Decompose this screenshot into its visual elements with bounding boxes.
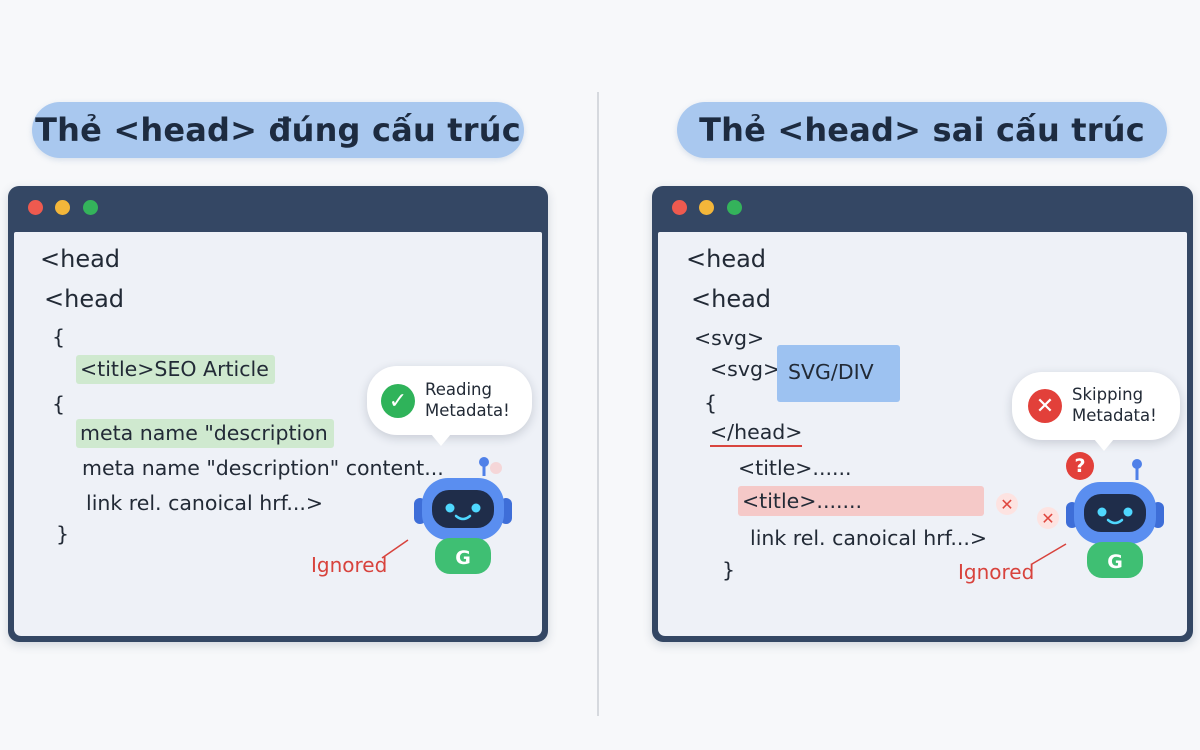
robot-eye-left bbox=[1097, 507, 1107, 517]
title-highlight: <title>SEO Article bbox=[76, 355, 275, 384]
robot-letter: G bbox=[455, 547, 471, 569]
question-mark-icon: ? bbox=[1066, 452, 1094, 480]
code-line-title-highlight: <title>SEO Article bbox=[76, 355, 275, 384]
bubble-text: Reading Metadata! bbox=[425, 379, 510, 421]
code-line: <head bbox=[40, 245, 121, 273]
code-line: { bbox=[52, 392, 66, 416]
code-line: <svg> bbox=[694, 326, 765, 350]
robot-glow bbox=[490, 462, 502, 474]
robot-body bbox=[1087, 542, 1143, 578]
robot-letter: G bbox=[1107, 551, 1123, 573]
robot-antenna-tip bbox=[479, 457, 489, 467]
minimize-dot-icon[interactable] bbox=[55, 200, 70, 215]
left-heading: Thẻ <head> đúng cấu trúc bbox=[32, 102, 524, 158]
closing-head-underline: </head> bbox=[710, 420, 803, 447]
code-line-closing-head: </head> bbox=[710, 420, 803, 447]
code-line: meta name "description" content... bbox=[82, 456, 444, 480]
robot-face bbox=[1084, 494, 1146, 532]
code-line: <title>...... bbox=[738, 456, 852, 480]
code-line-meta-highlight: meta name "description bbox=[76, 419, 334, 448]
code-line: link rel. canoical hrf...> bbox=[750, 526, 988, 550]
right-robot-icon: G bbox=[1066, 459, 1164, 578]
robot-face bbox=[432, 490, 494, 528]
robot-eye-right bbox=[1123, 507, 1133, 517]
robot-eye-right bbox=[471, 503, 481, 513]
right-window-titlebar bbox=[652, 186, 1193, 230]
bubble-tail bbox=[1094, 439, 1114, 451]
left-robot-icon: G bbox=[414, 457, 512, 574]
code-line: <head bbox=[44, 285, 125, 313]
title-error-highlight bbox=[738, 486, 984, 516]
code-line: <title>....... bbox=[742, 489, 863, 513]
svg-div-block bbox=[777, 345, 900, 402]
left-window-titlebar bbox=[8, 186, 548, 230]
code-line: <head bbox=[691, 285, 772, 313]
code-line: <svg> bbox=[710, 357, 781, 381]
close-dot-icon[interactable] bbox=[28, 200, 43, 215]
robot-smile bbox=[1106, 518, 1124, 525]
left-ignored-pointer bbox=[381, 539, 409, 559]
check-circle-icon: ✓ bbox=[381, 384, 415, 418]
minimize-dot-icon[interactable] bbox=[699, 200, 714, 215]
bubble-text: Skipping Metadata! bbox=[1072, 384, 1157, 426]
code-line: link rel. canoical hrf...> bbox=[86, 491, 324, 515]
bubble-tail bbox=[431, 434, 451, 446]
code-line: <head bbox=[686, 245, 767, 273]
maximize-dot-icon[interactable] bbox=[83, 200, 98, 215]
robot-eye-left bbox=[445, 503, 455, 513]
x-mark-icon: ✕ bbox=[996, 493, 1018, 515]
meta-highlight: meta name "description bbox=[76, 419, 334, 448]
robot-body bbox=[435, 538, 491, 574]
robot-antenna-tip bbox=[1132, 459, 1142, 469]
code-line: } bbox=[722, 558, 736, 582]
code-line: { bbox=[704, 391, 718, 415]
left-speech-bubble: ✓ Reading Metadata! bbox=[367, 366, 532, 446]
right-speech-bubble: ✕ Skipping Metadata! bbox=[1012, 372, 1180, 451]
bubble-line-2: Metadata! bbox=[425, 401, 510, 420]
left-ignored-label: Ignored bbox=[311, 553, 388, 577]
maximize-dot-icon[interactable] bbox=[727, 200, 742, 215]
x-mark-icon: ✕ bbox=[1037, 507, 1059, 529]
bubble-line-1: Reading bbox=[425, 380, 492, 399]
code-line: } bbox=[56, 522, 70, 546]
svg-div-label: SVG/DIV bbox=[788, 360, 874, 384]
code-line: { bbox=[52, 325, 66, 349]
bubble-line-2: Metadata! bbox=[1072, 406, 1157, 425]
bubble-line-1: Skipping bbox=[1072, 385, 1144, 404]
right-heading: Thẻ <head> sai cấu trúc bbox=[677, 102, 1167, 158]
right-ignored-label: Ignored bbox=[958, 560, 1035, 584]
robot-smile bbox=[454, 514, 472, 521]
right-ignored-pointer bbox=[1031, 543, 1067, 565]
x-circle-icon: ✕ bbox=[1028, 389, 1062, 423]
panel-divider bbox=[597, 92, 599, 716]
close-dot-icon[interactable] bbox=[672, 200, 687, 215]
